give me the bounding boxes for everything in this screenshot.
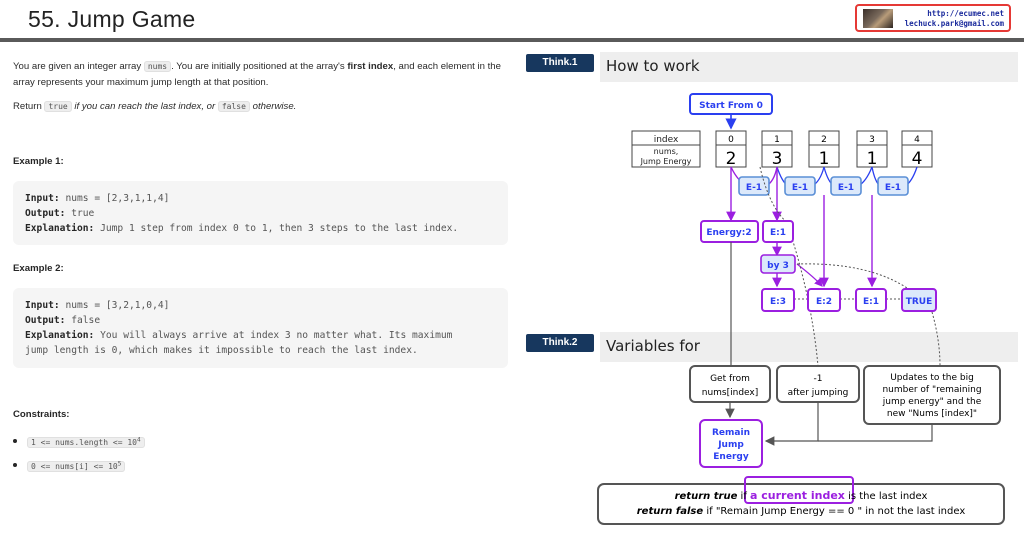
svg-text:4: 4 — [912, 149, 923, 169]
example2-box: Input: nums = [3,2,1,0,4] Output: false … — [13, 288, 508, 368]
author-badge[interactable]: http://ecumec.net lechuck.park@gmail.com — [855, 4, 1011, 32]
problem-description: You are given an integer array nums. You… — [13, 61, 501, 88]
page-header: 55. Jump Game http://ecumec.net lechuck.… — [0, 0, 1024, 40]
page-title: 55. Jump Game — [28, 6, 196, 32]
constraint-item: 1 <= nums.length <= 104 — [13, 436, 145, 448]
svg-text:E-1: E-1 — [838, 183, 854, 193]
svg-text:number of "remaining: number of "remaining — [882, 385, 981, 395]
get-from-box: Get from nums[index] — [689, 365, 771, 403]
energy-box: E:3 — [761, 288, 795, 312]
svg-text:1: 1 — [774, 135, 780, 145]
svg-text:E:1: E:1 — [863, 297, 879, 307]
edge-label: E-1 — [877, 176, 909, 196]
problem-return-text: Return true if you can reach the last in… — [13, 101, 297, 112]
svg-text:1: 1 — [819, 149, 830, 169]
constraints-heading: Constraints: — [13, 409, 70, 420]
svg-text:by 3: by 3 — [767, 261, 789, 271]
svg-text:Get from: Get from — [710, 374, 750, 384]
example2-heading: Example 2: — [13, 263, 64, 274]
example1-box: Input: nums = [2,3,1,1,4] Output: true E… — [13, 181, 508, 245]
svg-text:E-1: E-1 — [792, 183, 808, 193]
svg-text:E:1: E:1 — [770, 228, 786, 238]
code-true: true — [44, 101, 72, 112]
svg-text:after jumping: after jumping — [788, 388, 849, 398]
first-index-emphasis: first index — [347, 61, 394, 72]
svg-text:E:2: E:2 — [816, 297, 832, 307]
think1-label: Think.1 — [526, 54, 594, 72]
start-label: Start From 0 — [699, 101, 763, 111]
svg-text:E:3: E:3 — [770, 297, 786, 307]
svg-text:2: 2 — [821, 135, 827, 145]
think-panel: Think.1 How to work Think.2 Variables fo… — [512, 42, 1024, 540]
current-index-highlight — [744, 476, 854, 504]
svg-text:Remain: Remain — [712, 428, 750, 438]
problem-panel: You are given an integer array nums. You… — [0, 42, 512, 540]
think1-bar — [600, 52, 1018, 82]
svg-text:Jump: Jump — [717, 440, 744, 450]
updates-box: Updates to the big number of "remaining … — [863, 365, 1001, 425]
svg-text:E-1: E-1 — [885, 183, 901, 193]
svg-text:-1: -1 — [814, 374, 823, 384]
return-true-line: return true if a current index is the la… — [675, 489, 928, 502]
svg-text:2: 2 — [726, 149, 737, 169]
energy-remaining-box: E:1 — [762, 220, 794, 243]
row-label-box — [631, 130, 701, 168]
svg-text:E-1: E-1 — [746, 183, 762, 193]
energy2-box: Energy:2 — [700, 220, 759, 243]
edge-label: E-1 — [738, 176, 770, 196]
edge-label: E-1 — [784, 176, 816, 196]
svg-text:1: 1 — [867, 149, 878, 169]
return-false-line: return false if "Remain Jump Energy == 0… — [637, 506, 966, 517]
nums-row-label: nums, — [654, 147, 679, 156]
author-url[interactable]: http://ecumec.net — [927, 9, 1004, 18]
array-cell: 1 3 — [761, 130, 793, 169]
svg-text:new "Nums [index]": new "Nums [index]" — [887, 409, 977, 419]
author-email[interactable]: lechuck.park@gmail.com — [904, 19, 1004, 28]
energy-box: E:2 — [807, 288, 841, 312]
array-cell: 3 1 — [856, 130, 888, 169]
think2-bar — [600, 332, 1018, 362]
svg-text:TRUE: TRUE — [906, 297, 933, 307]
jump-by3-box: by 3 — [760, 254, 796, 274]
example1-heading: Example 1: — [13, 156, 64, 167]
remain-energy-box: Remain Jump Energy — [699, 419, 763, 468]
array-cell: 0 2 — [715, 130, 747, 169]
think2-title: Variables for — [606, 337, 700, 355]
code-false: false — [217, 101, 250, 112]
energy-row-label: Jump Energy — [640, 157, 692, 166]
array-cell: 2 1 — [808, 130, 840, 169]
author-avatar — [863, 9, 893, 28]
svg-text:3: 3 — [869, 135, 875, 145]
svg-text:0: 0 — [728, 135, 734, 145]
svg-text:Updates to the big: Updates to the big — [890, 373, 974, 383]
svg-text:jump energy" and the: jump energy" and the — [882, 397, 982, 407]
index-row-label: index — [654, 135, 679, 145]
svg-text:Energy:2: Energy:2 — [706, 228, 751, 238]
edge-label: E-1 — [830, 176, 862, 196]
minus-one-box: -1 after jumping — [776, 365, 860, 403]
think1-title: How to work — [606, 57, 700, 75]
svg-text:4: 4 — [914, 135, 920, 145]
constraint-item: 0 <= nums[i] <= 105 — [13, 460, 126, 472]
result-true-box: TRUE — [901, 288, 937, 312]
code-nums: nums — [143, 61, 172, 72]
think2-label: Think.2 — [526, 334, 594, 352]
svg-text:3: 3 — [772, 149, 783, 169]
array-cell: 4 4 — [901, 130, 933, 169]
header-divider — [0, 38, 1024, 42]
energy-box: E:1 — [855, 288, 887, 312]
svg-text:Energy: Energy — [713, 452, 749, 462]
svg-text:nums[index]: nums[index] — [702, 388, 759, 398]
